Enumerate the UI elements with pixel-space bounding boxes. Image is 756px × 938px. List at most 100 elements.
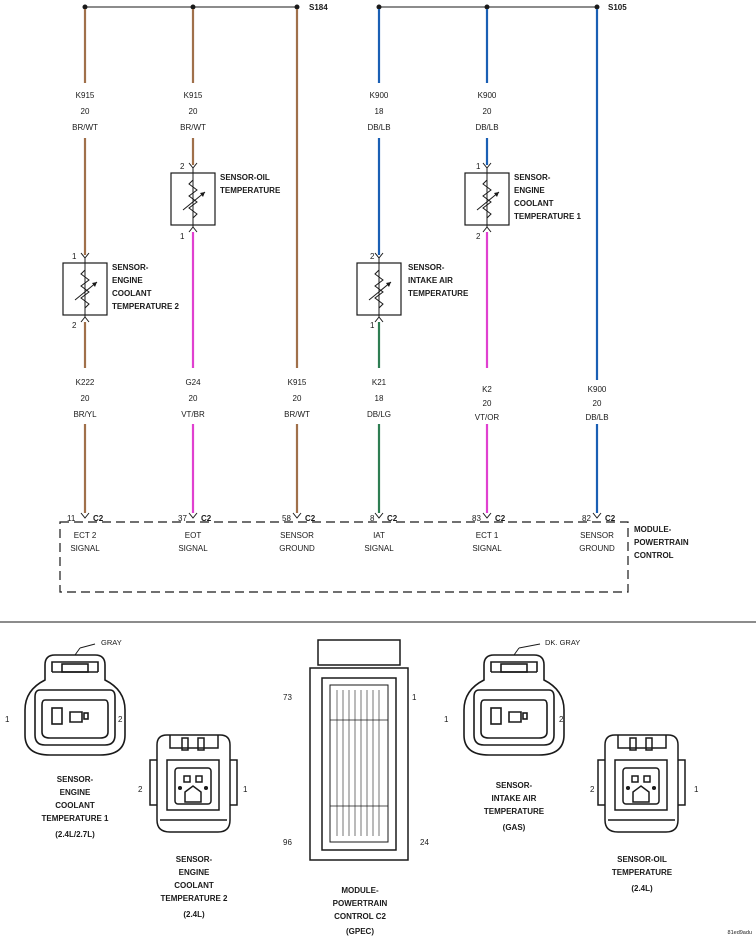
svg-text:58: 58 — [282, 514, 291, 523]
connector-oil-temp-pin-right: 1 — [694, 785, 699, 794]
svg-text:TEMPERATURE 1: TEMPERATURE 1 — [42, 814, 110, 823]
wire-label-upper-1: K915 20 BR/WT — [72, 91, 98, 132]
svg-text:(2.4L/2.7L): (2.4L/2.7L) — [55, 830, 95, 839]
connector-pcm-pin-bl: 96 — [283, 838, 292, 847]
module-pin-2: 37 C2 EOT SIGNAL — [178, 514, 212, 553]
svg-text:20: 20 — [293, 394, 302, 403]
connector-iat-pin-right: 2 — [559, 715, 564, 724]
svg-text:K21: K21 — [372, 378, 387, 387]
sensor-iat-pin-top: 2 — [370, 252, 375, 261]
svg-text:20: 20 — [189, 394, 198, 403]
svg-text:20: 20 — [189, 107, 198, 116]
svg-text:ENGINE: ENGINE — [112, 276, 143, 285]
sensor-oil-temp-pin-bottom: 1 — [180, 232, 185, 241]
svg-text:C2: C2 — [495, 514, 506, 523]
svg-text:C2: C2 — [201, 514, 212, 523]
sensor-ect1-pin-bottom: 2 — [476, 232, 481, 241]
svg-text:GROUND: GROUND — [279, 544, 315, 553]
svg-text:83: 83 — [472, 514, 481, 523]
sensor-oil-temp-symbol — [170, 162, 216, 233]
sensor-ect2-pin-top: 1 — [72, 252, 77, 261]
svg-text:(2.4L): (2.4L) — [631, 884, 653, 893]
svg-text:20: 20 — [81, 394, 90, 403]
svg-text:INTAKE AIR: INTAKE AIR — [408, 276, 453, 285]
svg-text:SENSOR-: SENSOR- — [112, 263, 149, 272]
svg-text:ECT 1: ECT 1 — [476, 531, 499, 540]
svg-text:K915: K915 — [184, 91, 203, 100]
connector-pcm-pin-tl: 73 — [283, 693, 292, 702]
svg-text:SENSOR-OIL: SENSOR-OIL — [617, 855, 667, 864]
connector-iat-label: SENSOR- INTAKE AIR TEMPERATURE (GAS) — [484, 781, 545, 832]
sensor-ect2-symbol — [62, 252, 108, 323]
svg-text:TEMPERATURE: TEMPERATURE — [408, 289, 469, 298]
svg-text:BR/YL: BR/YL — [73, 410, 97, 419]
svg-text:DB/LB: DB/LB — [585, 413, 608, 422]
sensor-ect2-pin-bottom: 2 — [72, 321, 77, 330]
svg-text:BR/WT: BR/WT — [72, 123, 98, 132]
svg-text:BR/WT: BR/WT — [180, 123, 206, 132]
wire-label-lower-3: K915 20 BR/WT — [284, 378, 310, 419]
svg-text:BR/WT: BR/WT — [284, 410, 310, 419]
svg-text:IAT: IAT — [373, 531, 385, 540]
wire-label-upper-3: K900 18 DB/LB — [367, 91, 390, 132]
svg-text:TEMPERATURE: TEMPERATURE — [484, 807, 545, 816]
connector-ect2-pin-left: 2 — [138, 785, 143, 794]
connector-oil-temp-pin-left: 2 — [590, 785, 595, 794]
svg-text:18: 18 — [375, 107, 384, 116]
svg-text:SENSOR: SENSOR — [280, 531, 314, 540]
sensor-ect1-symbol — [464, 162, 510, 233]
svg-text:SIGNAL: SIGNAL — [364, 544, 394, 553]
module-pin-1: 11 C2 ECT 2 SIGNAL — [67, 514, 104, 553]
module-pin-5: 83 C2 ECT 1 SIGNAL — [472, 514, 506, 553]
top-bus — [82, 4, 600, 10]
connector-ect1-pin-right: 2 — [118, 715, 123, 724]
splice-label-s105: S105 — [608, 3, 627, 12]
svg-text:POWERTRAIN: POWERTRAIN — [333, 899, 388, 908]
svg-text:20: 20 — [483, 399, 492, 408]
wire-label-lower-5: K2 20 VT/OR — [475, 385, 500, 422]
svg-text:SENSOR-: SENSOR- — [496, 781, 533, 790]
sensor-oil-temp-label: SENSOR-OIL TEMPERATURE — [220, 173, 281, 195]
svg-text:C2: C2 — [387, 514, 398, 523]
wire-segments — [83, 9, 599, 513]
svg-text:MODULE-: MODULE- — [634, 525, 672, 534]
wire-label-lower-1: K222 20 BR/YL — [73, 378, 97, 419]
svg-text:ECT 2: ECT 2 — [74, 531, 97, 540]
svg-text:VT/OR: VT/OR — [475, 413, 500, 422]
sensor-iat-symbol — [356, 252, 402, 323]
svg-text:DB/LB: DB/LB — [367, 123, 390, 132]
svg-text:18: 18 — [375, 394, 384, 403]
svg-text:DB/LG: DB/LG — [367, 410, 391, 419]
svg-text:K2: K2 — [482, 385, 492, 394]
svg-text:SENSOR-: SENSOR- — [176, 855, 213, 864]
svg-text:MODULE-: MODULE- — [341, 886, 379, 895]
svg-text:COOLANT: COOLANT — [174, 881, 214, 890]
module-pin-3: 58 C2 SENSOR GROUND — [279, 514, 316, 553]
connector-oil-temp-label: SENSOR-OIL TEMPERATURE (2.4L) — [612, 855, 673, 893]
svg-text:VT/BR: VT/BR — [181, 410, 205, 419]
figure-id: 81ed9adu — [728, 930, 752, 936]
module-pin-4: 8 C2 IAT SIGNAL — [364, 514, 397, 553]
connector-view-ect2 — [149, 734, 238, 833]
svg-text:CONTROL C2: CONTROL C2 — [334, 912, 386, 921]
svg-text:GROUND: GROUND — [579, 544, 615, 553]
svg-text:C2: C2 — [93, 514, 104, 523]
svg-text:TEMPERATURE 2: TEMPERATURE 2 — [161, 894, 229, 903]
svg-text:EOT: EOT — [185, 531, 202, 540]
svg-text:INTAKE AIR: INTAKE AIR — [492, 794, 537, 803]
svg-text:20: 20 — [81, 107, 90, 116]
svg-text:82: 82 — [582, 514, 591, 523]
connector-ect1-pin-left: 1 — [5, 715, 10, 724]
svg-text:37: 37 — [178, 514, 187, 523]
svg-text:DB/LB: DB/LB — [475, 123, 498, 132]
module-pcm-label: MODULE- POWERTRAIN CONTROL — [634, 525, 689, 560]
connector-ect1-color-tag: GRAY — [101, 638, 122, 647]
svg-text:SENSOR: SENSOR — [580, 531, 614, 540]
svg-text:K900: K900 — [370, 91, 389, 100]
svg-text:COOLANT: COOLANT — [55, 801, 95, 810]
svg-text:COOLANT: COOLANT — [112, 289, 152, 298]
svg-text:11: 11 — [67, 514, 76, 523]
svg-text:(GPEC): (GPEC) — [346, 927, 374, 936]
svg-text:ENGINE: ENGINE — [60, 788, 91, 797]
